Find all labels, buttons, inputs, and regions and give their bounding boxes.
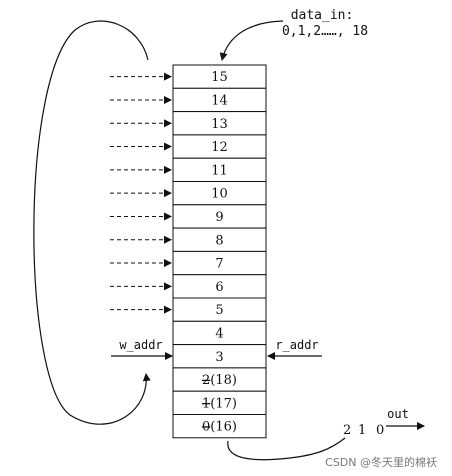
memory-cell: 14 xyxy=(172,87,267,113)
wrap-around-arrow xyxy=(33,20,151,425)
memory-cell: 15 xyxy=(172,64,267,89)
memory-cell-label: 11 xyxy=(211,163,228,178)
struck-value: 0 xyxy=(202,420,210,435)
new-value: (18) xyxy=(210,373,237,388)
memory-cell: 12 xyxy=(172,134,267,159)
memory-cell: 0(16) xyxy=(172,414,267,439)
struck-value: 1 xyxy=(202,396,210,411)
memory-cell-label: 13 xyxy=(211,117,228,132)
memory-cell-label: 6 xyxy=(215,280,223,295)
out-value-2: 2 xyxy=(343,423,351,438)
memory-cell-label: 15 xyxy=(211,70,228,85)
memory-cell-label: 1(17) xyxy=(202,396,237,411)
memory-cell: 3 xyxy=(172,344,267,369)
watermark: CSDN @冬天里的棉袄 xyxy=(325,455,437,469)
memory-cell-label: 2(18) xyxy=(202,373,237,388)
memory-cell-label: 9 xyxy=(215,210,223,225)
output-curve xyxy=(227,437,346,461)
new-value: (17) xyxy=(210,396,237,411)
memory-cell-box xyxy=(172,414,267,439)
memory-cell-label: 3 xyxy=(215,350,223,365)
memory-cell: 1(17) xyxy=(172,390,267,416)
memory-cell-label: 8 xyxy=(215,233,223,248)
memory-cell: 13 xyxy=(172,111,267,136)
memory-cell: 11 xyxy=(172,157,267,182)
out-label: out xyxy=(387,407,409,421)
memory-cell: 5 xyxy=(172,297,267,322)
data-in-sequence: 0,1,2……, 18 xyxy=(282,24,368,39)
memory-cell: 4 xyxy=(172,320,267,346)
data-in-arrow xyxy=(219,20,284,61)
memory-cell: 7 xyxy=(172,250,267,276)
memory-cell: 9 xyxy=(172,204,267,229)
memory-cell-label: 7 xyxy=(215,257,223,272)
w-addr-label: w_addr xyxy=(119,338,162,352)
struck-value: 2 xyxy=(202,373,210,388)
r-addr-label: r_addr xyxy=(275,338,318,352)
memory-cell: 2(18) xyxy=(172,367,267,392)
memory-cell-label: 12 xyxy=(211,140,228,155)
write-arrows xyxy=(110,72,172,314)
memory-cell-label: 0(16) xyxy=(202,420,237,435)
data-in-label: data_in: xyxy=(291,8,354,23)
memory-cell-label: 4 xyxy=(215,326,223,341)
new-value: (16) xyxy=(210,420,237,435)
memory-cell-label: 10 xyxy=(211,187,228,202)
out-value-0: 0 xyxy=(376,423,384,438)
memory-cell: 10 xyxy=(172,181,267,206)
memory-cell: 6 xyxy=(172,274,267,299)
out-value-1: 1 xyxy=(358,423,366,438)
memory-cell-label: 14 xyxy=(211,93,228,108)
memory-cell-label: 5 xyxy=(215,303,223,318)
memory-cell: 8 xyxy=(172,227,267,252)
